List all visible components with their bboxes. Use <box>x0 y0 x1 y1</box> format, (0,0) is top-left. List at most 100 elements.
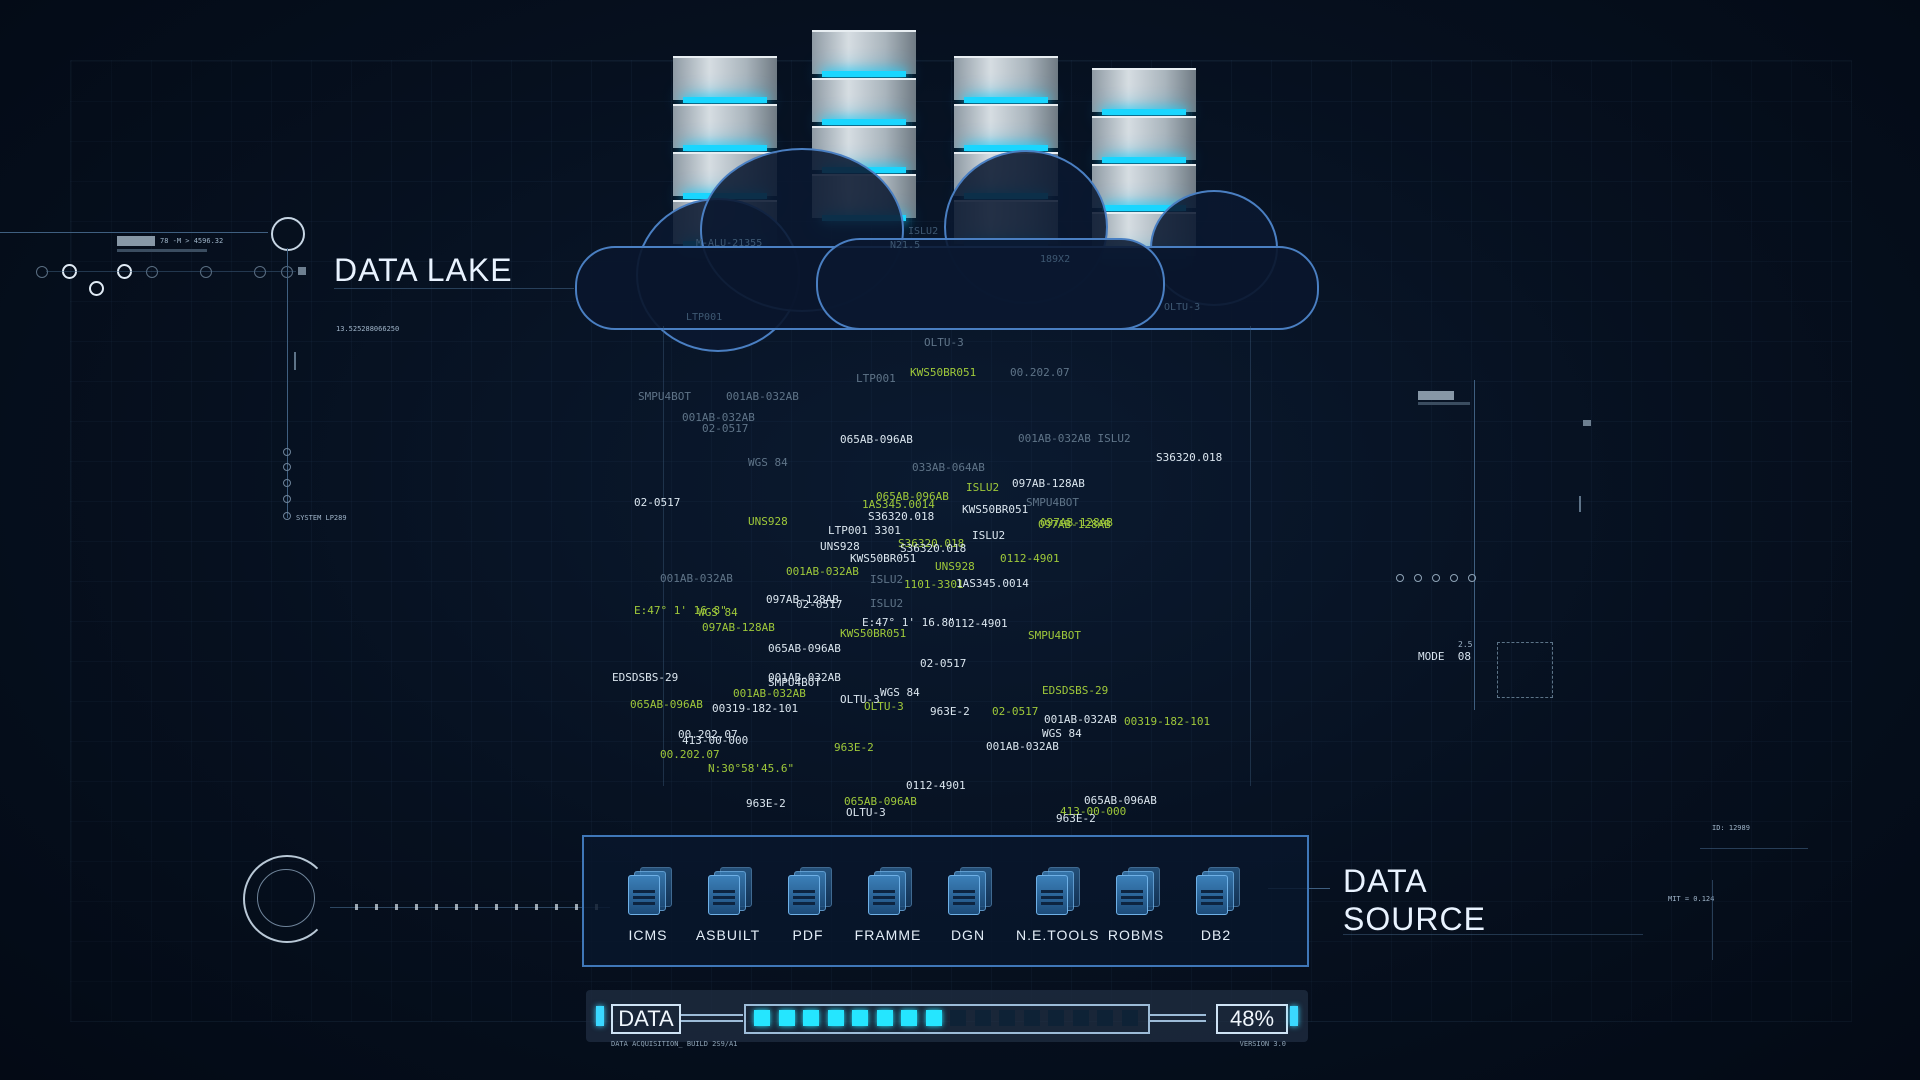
data-code: 02-0517 <box>796 598 843 611</box>
node-dot-icon <box>200 266 212 278</box>
data-source-robms[interactable]: ROBMS <box>1096 867 1176 943</box>
progress-cap-right <box>1290 1006 1298 1026</box>
data-code: 065AB-096AB <box>876 490 949 503</box>
data-source-pdf[interactable]: PDF <box>768 867 848 943</box>
document-stack-icon <box>946 867 992 917</box>
data-source-n-e-tools[interactable]: N.E.TOOLS <box>1016 867 1098 943</box>
data-code: EDSDSBS-29 <box>1042 684 1109 697</box>
data-code: S36320.018 <box>898 537 965 550</box>
data-source-label: DB2 <box>1200 927 1232 943</box>
data-code: 097AB-128AB <box>1040 516 1113 529</box>
data-code: 001AB-032AB <box>786 565 859 578</box>
document-stack-icon <box>866 867 912 917</box>
data-code: S36320.018 <box>900 542 967 555</box>
hud-bar-thin <box>117 249 207 252</box>
progress-segment <box>778 1010 795 1026</box>
data-code: 413-00-000 <box>1060 805 1127 818</box>
cloud-label: 189X2 <box>1040 254 1071 265</box>
cloud-front <box>816 238 1165 330</box>
mit-line <box>1712 880 1713 960</box>
data-code: 02-0517 <box>920 657 967 670</box>
data-code: 00.202.07 <box>678 728 738 741</box>
hud-small-dot-icon <box>283 495 291 503</box>
data-source-label: FRAMME <box>854 927 922 943</box>
data-code: 0112-4901 <box>906 779 966 792</box>
progress-connector <box>681 1020 743 1022</box>
stream-guide-left <box>663 326 664 786</box>
data-source-db2[interactable]: DB2 <box>1176 867 1256 943</box>
data-source-framme[interactable]: FRAMME <box>848 867 928 943</box>
data-code: S36320.018 <box>1156 451 1223 464</box>
progress-track <box>744 1004 1150 1034</box>
progress-segment <box>950 1010 966 1026</box>
node-dot-icon <box>254 266 266 278</box>
node-dot-icon <box>89 281 104 296</box>
progress-percent: 48% <box>1216 1004 1288 1034</box>
data-source-asbuilt[interactable]: ASBUILT <box>688 867 768 943</box>
system-label: SYSTEM LP289 <box>296 514 347 522</box>
hud-vertical-line <box>287 248 288 518</box>
data-lake-underline <box>334 288 574 289</box>
data-source-label: DGN <box>950 927 986 943</box>
source-underline <box>1343 934 1643 935</box>
hud-readout-top: 78 -M > 4596.32 <box>160 237 224 245</box>
data-code: ISLU2 <box>870 573 904 586</box>
progress-footer-right: VERSION 3.0 <box>1239 1040 1286 1048</box>
data-code: E:47° 1' 16.8" <box>634 604 727 617</box>
data-code: 097AB-128AB <box>766 593 839 606</box>
data-code: 0112-4901 <box>948 617 1008 630</box>
data-code: LTP001 3301 <box>828 524 901 537</box>
node-dot-icon <box>36 266 48 278</box>
data-code: 001AB-032AB <box>768 671 841 684</box>
data-code: 097AB-128AB <box>1038 518 1111 531</box>
data-code: WGS 84 <box>880 686 920 699</box>
data-code: N:30°58'45.6" <box>708 762 795 775</box>
data-code: 001AB-032AB <box>986 740 1059 753</box>
data-code: WGS 84 <box>698 606 738 619</box>
hud-tick <box>294 352 296 370</box>
scanner-dots <box>355 904 605 910</box>
node-connector <box>46 271 296 272</box>
progress-segment <box>999 1010 1015 1026</box>
data-source-dgn[interactable]: DGN <box>928 867 1008 943</box>
progress-segment <box>876 1010 893 1026</box>
hud-small-dot-icon <box>1432 574 1440 582</box>
data-code: KWS50BR051 <box>962 503 1029 516</box>
progress-segment <box>1048 1010 1064 1026</box>
data-code: 00319-182-101 <box>1124 715 1211 728</box>
data-code: KWS50BR051 <box>910 366 977 379</box>
document-stack-icon <box>1194 867 1240 917</box>
data-lake-title: DATA LAKE <box>334 252 513 288</box>
data-code: ISLU2 <box>972 529 1006 542</box>
progress-segment <box>901 1010 917 1026</box>
data-code: WGS 84 <box>1042 727 1082 740</box>
data-code: SMPU4BOT <box>638 390 691 403</box>
progress-segment <box>974 1010 991 1026</box>
data-source-icms[interactable]: ICMS <box>608 867 688 943</box>
data-code: 065AB-096AB <box>630 698 703 711</box>
data-code: S36320.018 <box>868 510 935 523</box>
data-code: KWS50BR051 <box>840 627 907 640</box>
data-progress-bar: DATA 48% DATA ACQUISITION_ BUILD 2S9/A1 … <box>586 990 1308 1048</box>
data-source-label: ASBUILT <box>695 927 761 943</box>
progress-connector <box>1150 1020 1206 1022</box>
data-code: WGS 84 <box>748 456 788 469</box>
hud-small-dot-icon <box>283 479 291 487</box>
progress-segment <box>1072 1010 1089 1026</box>
data-code: 02-0517 <box>702 422 749 435</box>
cloud-label: LTP001 <box>686 312 723 323</box>
data-code: 097AB-128AB <box>702 621 775 634</box>
data-code: 413-00-000 <box>682 734 749 747</box>
hud-ring-icon <box>271 217 305 251</box>
data-code: OLTU-3 <box>846 806 886 819</box>
data-code: 963E-2 <box>834 741 874 754</box>
data-code: LTP001 <box>856 372 896 385</box>
data-code: UNS928 <box>935 560 975 573</box>
data-code: 963E-2 <box>930 705 970 718</box>
cloud-label: ISLU2 <box>908 226 939 237</box>
data-code: KWS50BR051 <box>850 552 917 565</box>
progress-segment <box>925 1010 942 1026</box>
data-code: 065AB-096AB <box>844 795 917 808</box>
mit-label: MIT = 0.124 <box>1668 895 1715 903</box>
